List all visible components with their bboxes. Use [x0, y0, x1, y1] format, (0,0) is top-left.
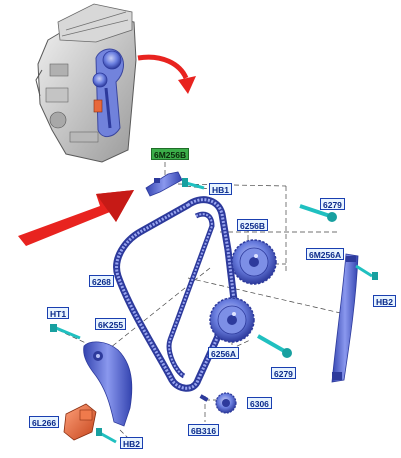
callout-hb2-right[interactable]: HB2	[373, 295, 397, 307]
bolt-ht1	[50, 324, 81, 340]
upper-guide-part	[145, 171, 183, 197]
curved-arrow-icon	[137, 54, 196, 94]
bolt-6279-top	[299, 204, 337, 222]
callout-6256b[interactable]: 6256B	[237, 219, 269, 231]
callout-ht1[interactable]: HT1	[47, 307, 70, 319]
red-arrow-icon	[18, 190, 134, 246]
callout-6l266[interactable]: 6L266	[29, 416, 60, 428]
chain-tensioner-part	[63, 403, 97, 441]
fixed-guide-part	[331, 253, 359, 383]
callout-6268[interactable]: 6268	[89, 275, 114, 287]
callout-6279-mid[interactable]: 6279	[271, 367, 296, 379]
bolt-hb2-bottom	[96, 428, 117, 444]
engine-block-icon	[35, 3, 137, 163]
camshaft-sprocket-upper	[231, 239, 277, 285]
timing-chain-part	[113, 196, 238, 392]
callout-6m256a[interactable]: 6M256A	[306, 248, 345, 260]
crankshaft-sprocket	[215, 392, 237, 414]
callout-6k255[interactable]: 6K255	[95, 318, 127, 330]
callout-6256a[interactable]: 6256A	[208, 347, 240, 359]
bolt-hb1	[182, 178, 205, 190]
bolt-6279-mid	[257, 334, 292, 358]
callout-hb2-bottom[interactable]: HB2	[120, 437, 144, 449]
bolt-hb2-right	[355, 264, 378, 280]
callout-6b316[interactable]: 6B316	[188, 424, 220, 436]
camshaft-sprocket-lower	[209, 297, 255, 343]
crank-key-part	[199, 394, 209, 402]
callout-6306[interactable]: 6306	[247, 397, 272, 409]
callout-6m256b[interactable]: 6M256B	[151, 148, 190, 160]
tensioner-arm-part	[83, 341, 133, 427]
callout-6279-top[interactable]: 6279	[320, 198, 345, 210]
callout-hb1[interactable]: HB1	[209, 183, 233, 195]
